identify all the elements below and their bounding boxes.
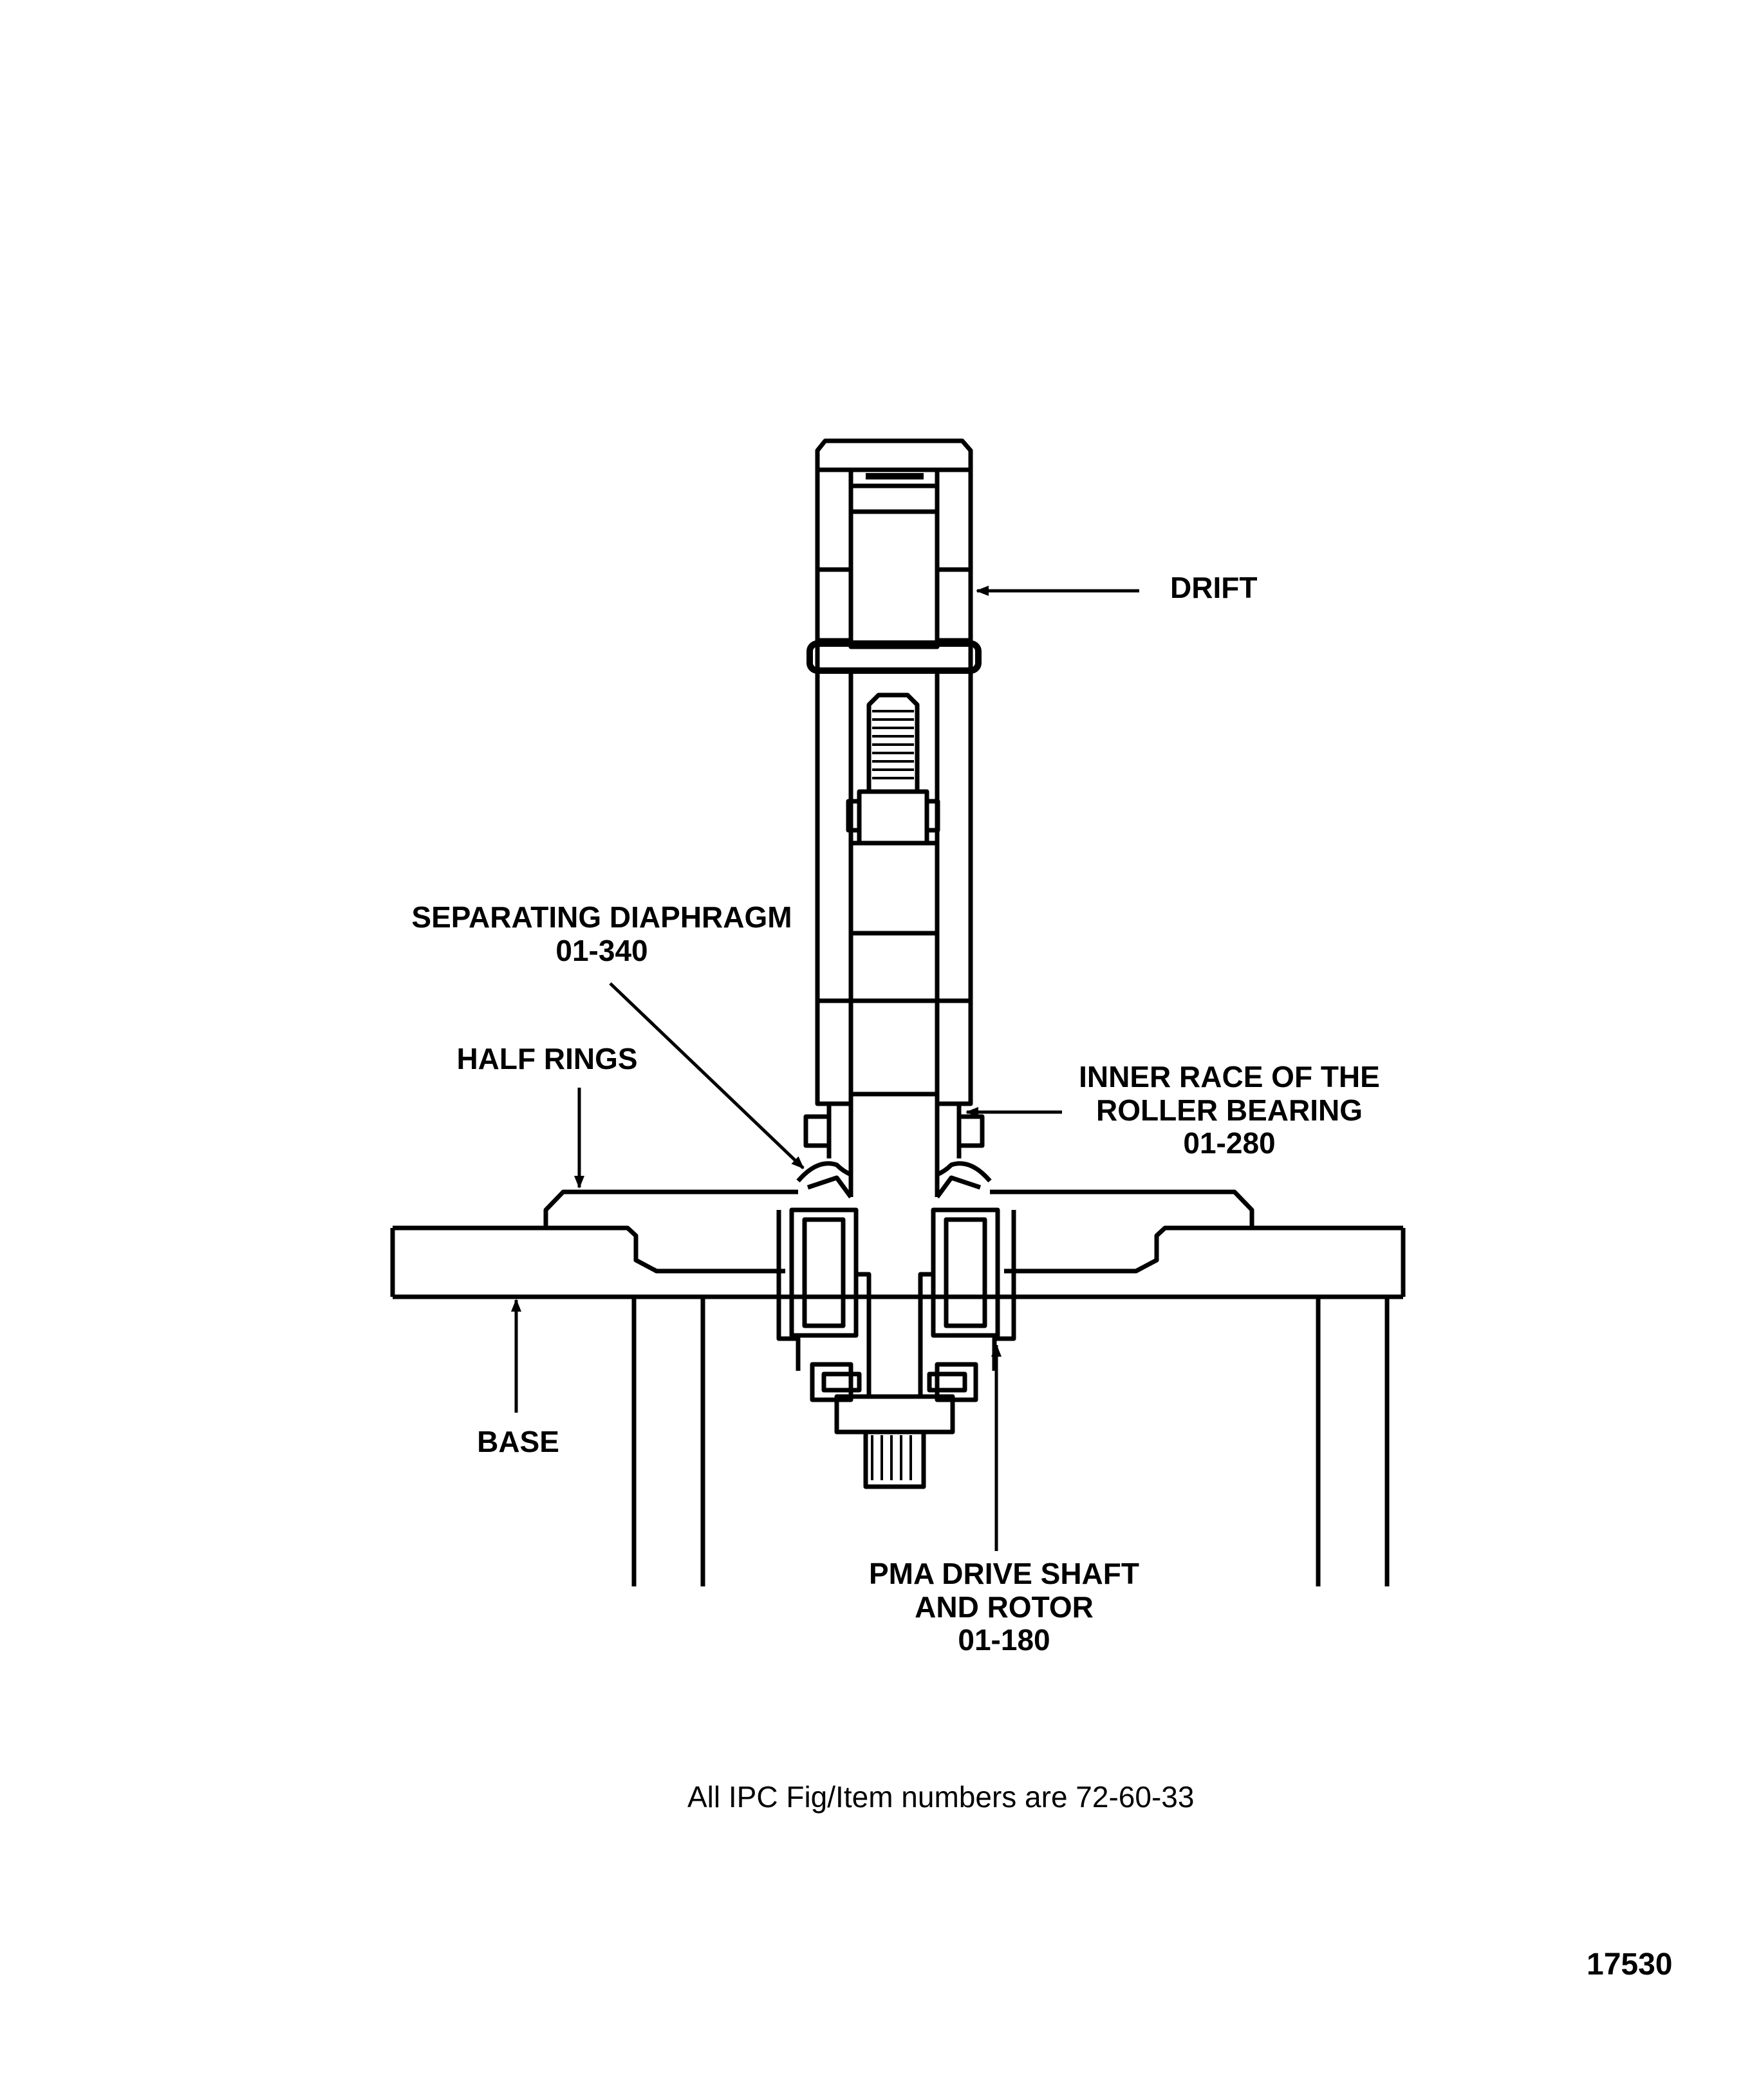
drift-tool: [806, 438, 982, 1106]
inner-race-number: 01-280: [1183, 1126, 1276, 1160]
half-rings-text: HALF RINGS: [456, 1042, 638, 1075]
ipc-footnote: All IPC Fig/Item numbers are 72-60-33: [687, 1780, 1195, 1814]
inner-race-line2: ROLLER BEARING: [1096, 1093, 1363, 1127]
separating-diaphragm-number: 01-340: [555, 933, 648, 967]
separating-diaphragm-leader: [609, 982, 805, 1169]
pma-drive-shaft-line2: AND ROTOR: [915, 1590, 1094, 1624]
inner-race-line1: INNER RACE OF THE: [1079, 1060, 1380, 1093]
base-label: BASE: [451, 1425, 586, 1459]
drift-label-text: DRIFT: [1170, 571, 1258, 604]
inner-race-label: INNER RACE OF THE ROLLER BEARING 01-280: [1056, 1060, 1403, 1160]
shaft-assembly: [390, 1104, 1406, 1489]
figure-number: 17530: [1587, 1947, 1673, 1982]
pma-drive-shaft-label: PMA DRIVE SHAFT AND ROTOR 01-180: [843, 1557, 1165, 1657]
support-legs: [631, 1297, 1390, 1586]
half-rings-label: HALF RINGS: [444, 1042, 650, 1076]
drift-label: DRIFT: [1170, 571, 1257, 605]
base-text: BASE: [477, 1425, 559, 1458]
separating-diaphragm-label: SEPARATING DIAPHRAGM 01-340: [383, 900, 821, 967]
pma-drive-shaft-line1: PMA DRIVE SHAFT: [869, 1557, 1139, 1590]
pma-drive-shaft-number: 01-180: [958, 1623, 1050, 1657]
separating-diaphragm-name: SEPARATING DIAPHRAGM: [411, 900, 792, 934]
